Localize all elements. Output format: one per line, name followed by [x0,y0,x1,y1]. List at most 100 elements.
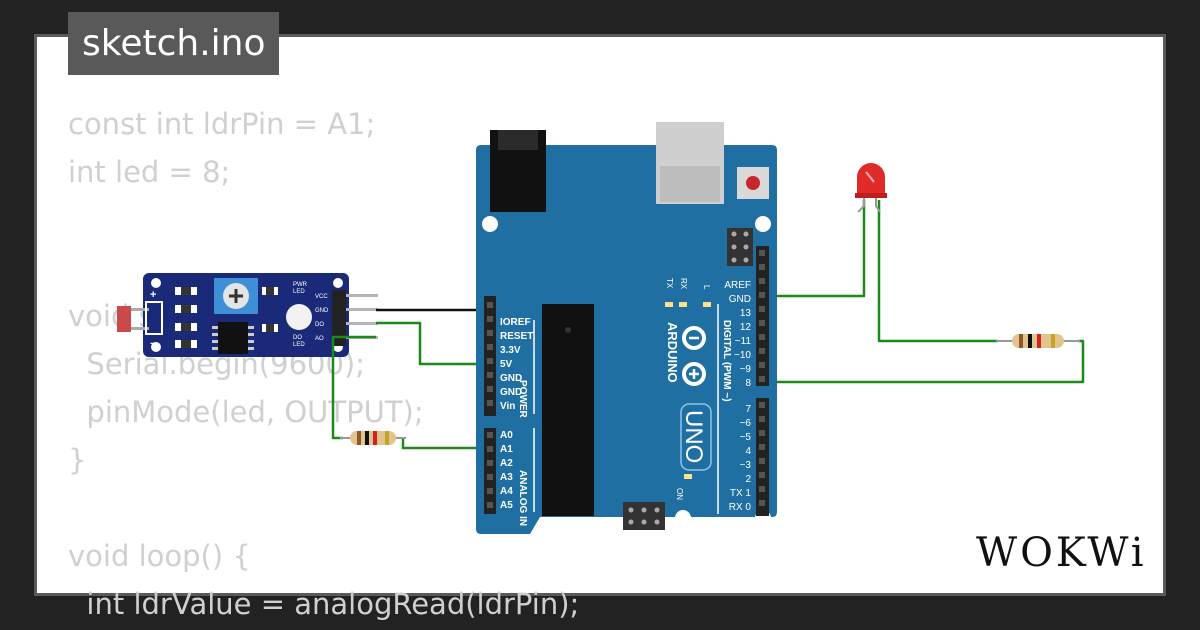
code-line: int ldrValue = analogRead(ldrPin); [68,587,580,621]
pin-label: 7 [745,404,751,415]
on-label: ON [675,488,684,500]
pin-label: A0 [500,430,513,441]
led-gnd-wire[interactable] [765,200,866,298]
power-header-label: POWER [517,380,528,419]
pwr-led [286,304,312,330]
header-pin[interactable] [759,292,765,298]
header-pin[interactable] [487,372,493,378]
plus-label: + [150,289,156,301]
file-tab-label: sketch.ino [82,23,266,64]
wokwi-logo: WOKWi [976,530,1147,576]
header-pin[interactable] [759,458,765,464]
pin-label-gnd: GND [315,308,329,314]
file-tab[interactable]: sketch.ino [68,12,280,75]
pin-label-vcc: VCC [315,294,328,300]
pwr-led-label: LED [293,289,305,295]
header-pin[interactable] [759,416,765,422]
do-led-label: DO [293,335,302,341]
header-pin[interactable] [487,302,493,308]
header-pin[interactable] [759,472,765,478]
header-pin[interactable] [759,500,765,506]
pin-label: 8 [745,378,751,389]
ldr-sensor-module[interactable]: + − PWR LED DO LED VCC GND DO AO [117,273,378,357]
pin-label: RX 0 [729,502,752,513]
pin-label: TX 1 [730,488,752,499]
header-pin[interactable] [759,334,765,340]
rx-label: RX [679,278,688,290]
ao-wire[interactable] [331,335,376,440]
pin-label: ~10 [734,350,751,361]
vcc-wire[interactable] [376,321,490,366]
minus-label: − [150,338,156,350]
pin-label: GND [500,373,522,384]
pin-label: 12 [740,322,752,333]
pin-label: GND [729,294,751,305]
header-pin[interactable] [487,446,493,452]
red-led[interactable] [855,163,887,213]
pin-label: 4 [745,446,751,457]
pin-label-ao: AO [315,336,324,342]
code-line: const int ldrPin = A1; [68,107,376,141]
code-line: void loop() { [68,539,251,573]
pin-label: Vin [500,401,515,412]
pin-label: ~5 [740,432,752,443]
pin-label: 2 [745,474,751,485]
arduino-uno-board[interactable]: TX RX L ON ARDUINO UNO DIGITAL (PWM ~) P… [476,122,777,534]
pin-label: A3 [500,472,513,483]
pwr-led-label: PWR [293,282,308,288]
pin-label: ~11 [735,336,752,347]
header-pin[interactable] [487,386,493,392]
arduino-logo-icon [682,326,706,386]
pin-label: GND [500,387,522,398]
code-line: int led = 8; [68,155,231,189]
pin-label-do: DO [315,322,324,328]
gnd-wire[interactable] [376,308,490,383]
l-label: L [702,285,711,290]
code-line: pinMode(led, OUTPUT); [68,395,424,429]
header-pin[interactable] [487,460,493,466]
do-led-label: LED [293,342,305,348]
pin-label: A2 [500,458,513,469]
header-pin[interactable] [759,486,765,492]
code-line: } [68,443,87,477]
header-pin[interactable] [487,344,493,350]
led-wire[interactable] [877,200,998,343]
header-pin[interactable] [487,502,493,508]
header-pin[interactable] [487,316,493,322]
pin-label: AREF [724,280,751,291]
header-pin[interactable] [759,402,765,408]
header-pin[interactable] [759,362,765,368]
header-pin[interactable] [759,264,765,270]
header-pin[interactable] [759,430,765,436]
pin8-wire[interactable] [765,339,1085,384]
pin-label: 3.3V [500,345,521,356]
a1-wire[interactable] [401,438,490,450]
header-pin[interactable] [759,444,765,450]
pin-label: RESET [500,331,533,342]
analog-header-label: ANALOG IN [517,470,528,526]
pin-label: A5 [500,500,513,511]
pin-label: A1 [500,444,513,455]
resistor-1[interactable] [340,431,406,445]
pin-label: ~6 [740,418,752,429]
arduino-model: UNO [680,410,707,463]
header-pin[interactable] [487,330,493,336]
header-pin[interactable] [487,358,493,364]
digital-header-label: DIGITAL (PWM ~) [721,320,732,402]
header-pin[interactable] [487,474,493,480]
pin-label: A4 [500,486,513,497]
header-pin[interactable] [759,348,765,354]
header-pin[interactable] [759,320,765,326]
pin-label: 13 [740,308,752,319]
header-pin[interactable] [759,250,765,256]
pin-label: IOREF [500,317,531,328]
header-pin[interactable] [759,278,765,284]
resistor-2[interactable] [996,334,1080,348]
header-pin[interactable] [487,488,493,494]
header-pin[interactable] [487,432,493,438]
header-pin[interactable] [759,376,765,382]
mcu-chip [542,304,594,516]
header-pin[interactable] [487,400,493,406]
header-pin[interactable] [759,306,765,312]
